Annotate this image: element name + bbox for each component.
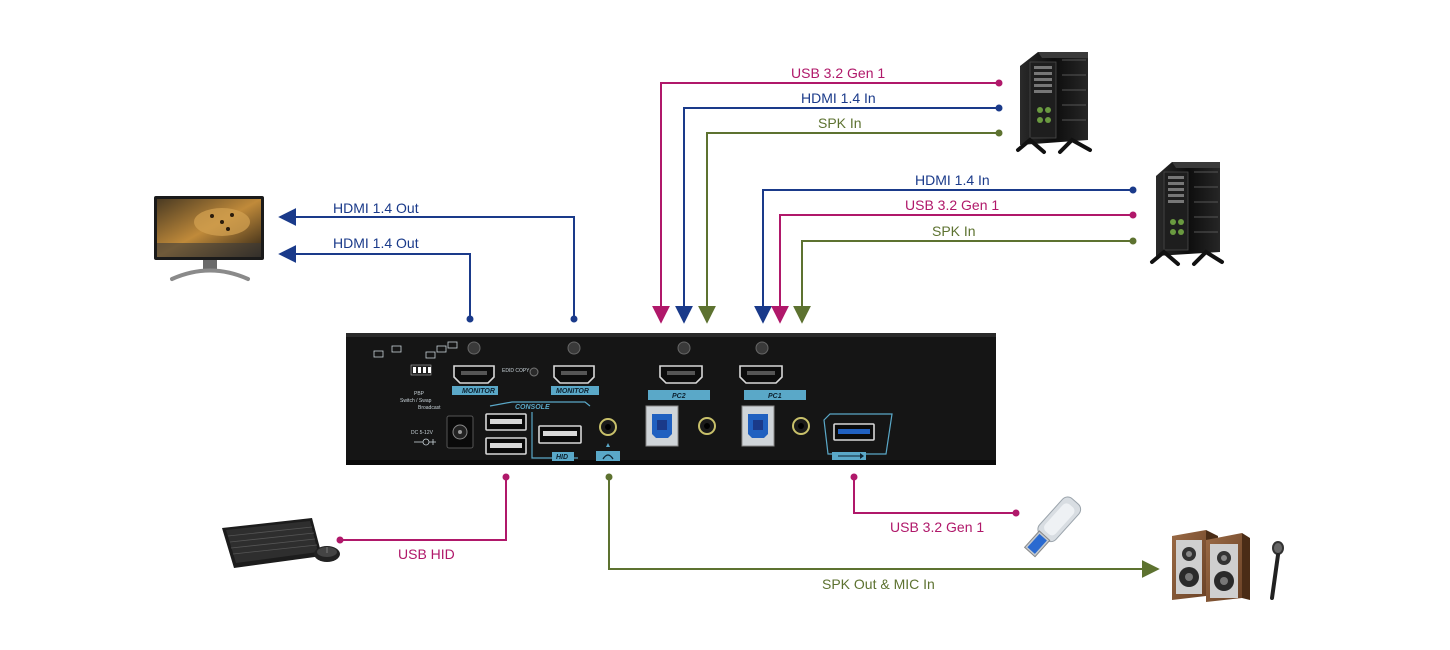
label-pbp: PBP xyxy=(414,391,425,397)
label-pc2-hdmi: HDMI 1.4 In xyxy=(915,172,990,188)
label-edid: EDID COPY xyxy=(502,368,530,374)
label-pc2: PC2 xyxy=(672,393,686,400)
hid-label-box xyxy=(552,452,574,461)
pc2-usb-b-port[interactable] xyxy=(645,405,679,447)
keyboard-icon xyxy=(222,518,322,568)
monitor-a-label-box xyxy=(452,386,498,395)
speaker-icon xyxy=(1206,533,1250,602)
label-usb-drive: USB 3.2 Gen 1 xyxy=(890,519,984,535)
pc2-label-box xyxy=(648,390,710,400)
pc1-spk-line xyxy=(698,132,999,324)
pc2-hdmi-line xyxy=(754,189,1133,324)
pc2-spk-line xyxy=(793,240,1133,324)
mouse-icon xyxy=(314,546,340,562)
label-pc1-hdmi: HDMI 1.4 In xyxy=(801,90,876,106)
label-pc2-spk: SPK In xyxy=(932,223,976,239)
usb-symbol-icon xyxy=(832,452,866,460)
kvm-device: PBP Switch / Swap Broadcast MONITOR MONI… xyxy=(346,333,996,465)
monitor-hdmi-out-line-2 xyxy=(278,245,471,319)
monitor-icon xyxy=(154,196,264,281)
pc1-label-box xyxy=(744,390,806,400)
usb-hid-line xyxy=(340,477,507,541)
pc2-audio-jack[interactable] xyxy=(698,417,716,435)
edid-copy-button[interactable] xyxy=(529,367,539,377)
hdmi-monitor-b-port[interactable] xyxy=(553,365,595,384)
pc-tower-icon xyxy=(1016,52,1092,154)
label-hid: HID xyxy=(556,454,568,461)
pc1-audio-jack[interactable] xyxy=(792,417,810,435)
label-monitor-a: MONITOR xyxy=(462,388,495,395)
label-pc2-usb: USB 3.2 Gen 1 xyxy=(905,197,999,213)
pc2-usb-line xyxy=(771,214,1133,324)
pc1-hdmi-port[interactable] xyxy=(739,365,783,384)
monitor-b-label-box xyxy=(551,386,599,395)
pc1-usb-b-port[interactable] xyxy=(741,405,775,447)
label-usb-hid: USB HID xyxy=(398,546,455,562)
label-pc1-spk: SPK In xyxy=(818,115,862,131)
label-monitor-b: MONITOR xyxy=(556,388,589,395)
pc-tower-icon xyxy=(1150,162,1224,266)
spk-mic-line xyxy=(608,477,1160,578)
usb3-device-port[interactable] xyxy=(833,423,875,441)
connection-lines xyxy=(278,79,1160,578)
console-audio-jack[interactable] xyxy=(599,418,617,436)
console-usb-port-top[interactable] xyxy=(485,413,527,431)
label-pc1: PC1 xyxy=(768,393,782,400)
console-usb-port-bottom[interactable] xyxy=(485,437,527,455)
label-spk-mic: SPK Out & MIC In xyxy=(822,576,935,592)
pc1-hdmi-line xyxy=(675,107,999,324)
mode-icons xyxy=(373,341,458,359)
dc-polarity-icon xyxy=(414,438,436,446)
label-monitor-hdmi-out-2: HDMI 1.4 Out xyxy=(333,235,419,251)
label-monitor-hdmi-out-1: HDMI 1.4 Out xyxy=(333,200,419,216)
label-console: CONSOLE xyxy=(515,404,550,411)
hid-usb-port[interactable] xyxy=(538,425,582,444)
usb-drive-line xyxy=(853,477,1016,514)
label-switch-swap: Switch / Swap xyxy=(400,398,432,404)
microphone-icon xyxy=(1270,541,1284,600)
connection-labels: HDMI 1.4 Out HDMI 1.4 Out USB 3.2 Gen 1 … xyxy=(333,65,999,592)
usb3-port-frame xyxy=(823,413,893,455)
label-pc1-usb: USB 3.2 Gen 1 xyxy=(791,65,885,81)
dc-power-jack[interactable] xyxy=(446,415,474,449)
hdmi-monitor-a-port[interactable] xyxy=(453,365,495,384)
headset-icon xyxy=(596,443,620,461)
label-broadcast: Broadcast xyxy=(418,405,441,411)
monitor-hdmi-out-line-1 xyxy=(278,208,575,319)
dip-switch[interactable] xyxy=(410,364,432,376)
usb-drive-icon xyxy=(1023,496,1082,558)
pc1-usb-line xyxy=(652,82,999,324)
pc2-hdmi-port[interactable] xyxy=(659,365,703,384)
console-bracket xyxy=(489,401,591,407)
label-dc: DC 5-12V xyxy=(411,430,434,436)
